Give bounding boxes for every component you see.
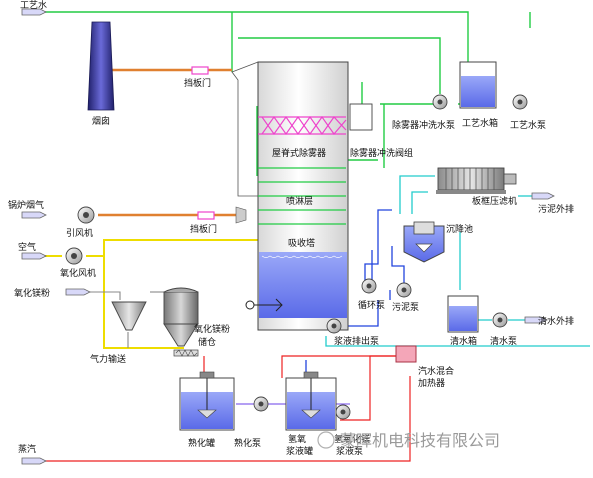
- id-fan[interactable]: [77, 206, 95, 224]
- clear-water-pump[interactable]: [492, 312, 508, 328]
- label-oxidation-fan: 氧化风机: [60, 267, 96, 279]
- tower-inlet-nozzle-icon: [235, 206, 247, 224]
- label-mgoh-pump-line1: 氢氧化镁: [334, 433, 370, 445]
- label-process-water: 工艺水: [20, 0, 47, 11]
- label-silo-line2: 储仓: [198, 336, 216, 348]
- steam-inlet-arrow-icon: [21, 457, 47, 465]
- roof-demister[interactable]: [258, 115, 347, 136]
- green-process-water-lines: [40, 11, 531, 176]
- process-water-inlet-arrow-icon: [21, 8, 47, 16]
- sludge-pump[interactable]: [396, 282, 412, 298]
- label-pneumatic: 气力输送: [90, 353, 126, 365]
- label-clear-out: 清水外排: [538, 315, 574, 327]
- watermark: 蒙晖机电科技有限公司: [317, 431, 500, 450]
- label-air: 空气: [18, 241, 36, 253]
- label-mgoh-tank-line2: 浆液罐: [286, 445, 313, 457]
- spray-layer-nozzles: [258, 167, 346, 225]
- screw-feeder-icon[interactable]: [173, 349, 199, 357]
- chimney[interactable]: [87, 21, 115, 111]
- label-mgo-powder: 氧化镁粉: [14, 287, 50, 299]
- label-clear-tank: 清水箱: [450, 335, 477, 347]
- orange-flue-lines: [98, 68, 236, 217]
- filter-press[interactable]: [436, 167, 517, 194]
- label-process-tank: 工艺水箱: [462, 117, 498, 129]
- clear-water-tank[interactable]: [447, 295, 479, 333]
- cyan-water-lines: [325, 175, 590, 360]
- process-water-tank[interactable]: [459, 61, 497, 109]
- flush-valve-group[interactable]: [349, 103, 373, 131]
- mgoh-slurry-tank[interactable]: [285, 371, 337, 431]
- label-settling-tank: 沉降池: [446, 223, 473, 235]
- grey-powder-line: [84, 291, 164, 348]
- mgoh-slurry-pump[interactable]: [335, 404, 351, 420]
- damper-top-icon[interactable]: [191, 66, 209, 75]
- label-heater-line2: 加热器: [418, 377, 445, 389]
- label-damper-top: 挡板门: [184, 77, 211, 89]
- label-demister: 屋脊式除雾器: [272, 147, 326, 159]
- slurry-discharge-pump[interactable]: [326, 318, 342, 334]
- label-heater-line1: 汽水混合: [418, 365, 454, 377]
- label-id-fan: 引风机: [66, 227, 93, 239]
- absorber-liquid: [259, 252, 347, 318]
- label-steam: 蒸汽: [18, 443, 36, 455]
- mgo-silo[interactable]: [163, 287, 199, 347]
- label-filter-press: 板框压滤机: [472, 195, 517, 207]
- label-sludge-out: 污泥外排: [538, 203, 574, 215]
- red-steam-lines: [40, 355, 411, 462]
- steam-water-heater[interactable]: [395, 345, 417, 363]
- label-silo-line1: 氧化镁粉: [194, 323, 230, 335]
- label-process-pump: 工艺水泵: [510, 119, 546, 131]
- flue-gas-inlet-arrow-icon: [21, 211, 47, 219]
- label-mgoh-tank-line1: 氢氧: [288, 433, 306, 445]
- powder-hopper[interactable]: [111, 301, 147, 331]
- demister-flush-pump[interactable]: [432, 94, 448, 110]
- label-chimney: 烟囱: [92, 115, 110, 127]
- label-clear-pump: 清水泵: [490, 335, 517, 347]
- label-damper-mid: 挡板门: [190, 223, 217, 235]
- label-demister-flush-pump: 除雾器冲洗水泵: [392, 119, 455, 131]
- oxidation-fan[interactable]: [65, 247, 83, 265]
- label-absorber: 吸收塔: [288, 237, 315, 249]
- watermark-text: 蒙晖机电科技有限公司: [340, 431, 500, 450]
- label-slaking-tank: 熟化罐: [188, 437, 215, 449]
- sludge-out-arrow-icon: [531, 192, 555, 200]
- mgo-inlet-arrow-icon: [65, 288, 91, 296]
- process-water-pump[interactable]: [512, 94, 528, 110]
- absorber-agitator-icon[interactable]: [245, 298, 283, 312]
- air-inlet-arrow-icon: [21, 252, 47, 260]
- settling-tank[interactable]: [403, 221, 445, 263]
- label-sludge-pump: 污泥泵: [392, 301, 419, 313]
- label-slaking-pump: 熟化泵: [234, 437, 261, 449]
- label-flush-valves: 除雾器冲洗阀组: [350, 147, 413, 159]
- label-mgoh-pump-line2: 浆液泵: [336, 445, 363, 457]
- slaking-pump[interactable]: [253, 396, 269, 412]
- damper-mid-icon[interactable]: [197, 211, 215, 220]
- label-spray-layer: 喷淋层: [286, 195, 313, 207]
- clear-out-arrow-icon: [524, 316, 548, 324]
- slaking-tank[interactable]: [179, 371, 235, 431]
- label-circ-pump: 循环泵: [358, 299, 385, 311]
- circulation-pump[interactable]: [361, 278, 377, 294]
- label-boiler-flue-gas: 锅炉烟气: [8, 199, 44, 211]
- label-slurry-pump: 浆液排出泵: [334, 335, 379, 347]
